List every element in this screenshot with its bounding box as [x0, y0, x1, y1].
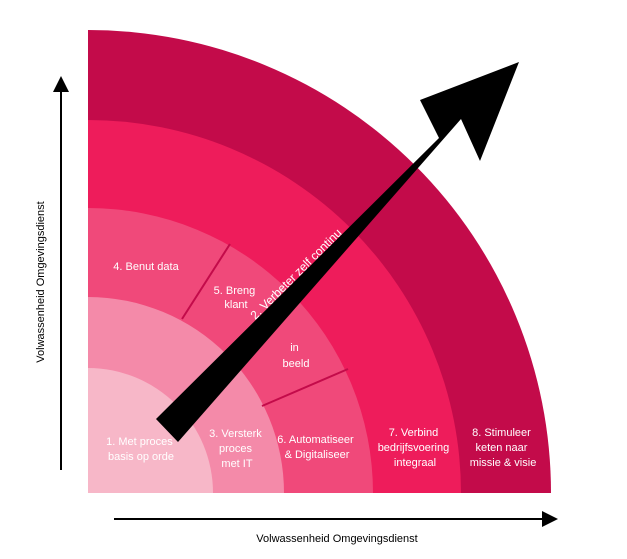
ring-core — [88, 368, 213, 493]
segment-label-8: 8. Stimuleer keten naar missie & visie — [470, 427, 537, 469]
improvement-arrow — [156, 62, 519, 442]
segment-label-4: 4. Benut data — [113, 261, 179, 273]
segment-label-1: 1. Met proces basis op orde — [106, 436, 176, 463]
x-axis-label: Volwassenheid Omgevingsdienst — [256, 533, 417, 545]
segment-label-5a: 5. Breng klant — [214, 285, 259, 311]
y-axis-label: Volwassenheid Omgevingsdienst — [35, 201, 47, 362]
segment-label-6: 6. Automatiseer & Digitaliseer — [277, 434, 357, 461]
divider-line — [261, 368, 349, 407]
segment-label-7: 7. Verbind bedrijfsvoering integraal — [378, 427, 453, 469]
divider-line — [181, 243, 231, 320]
segment-label-3: 3. Versterk proces met IT — [209, 428, 265, 470]
segment-label-5b: in beeld — [283, 342, 310, 370]
